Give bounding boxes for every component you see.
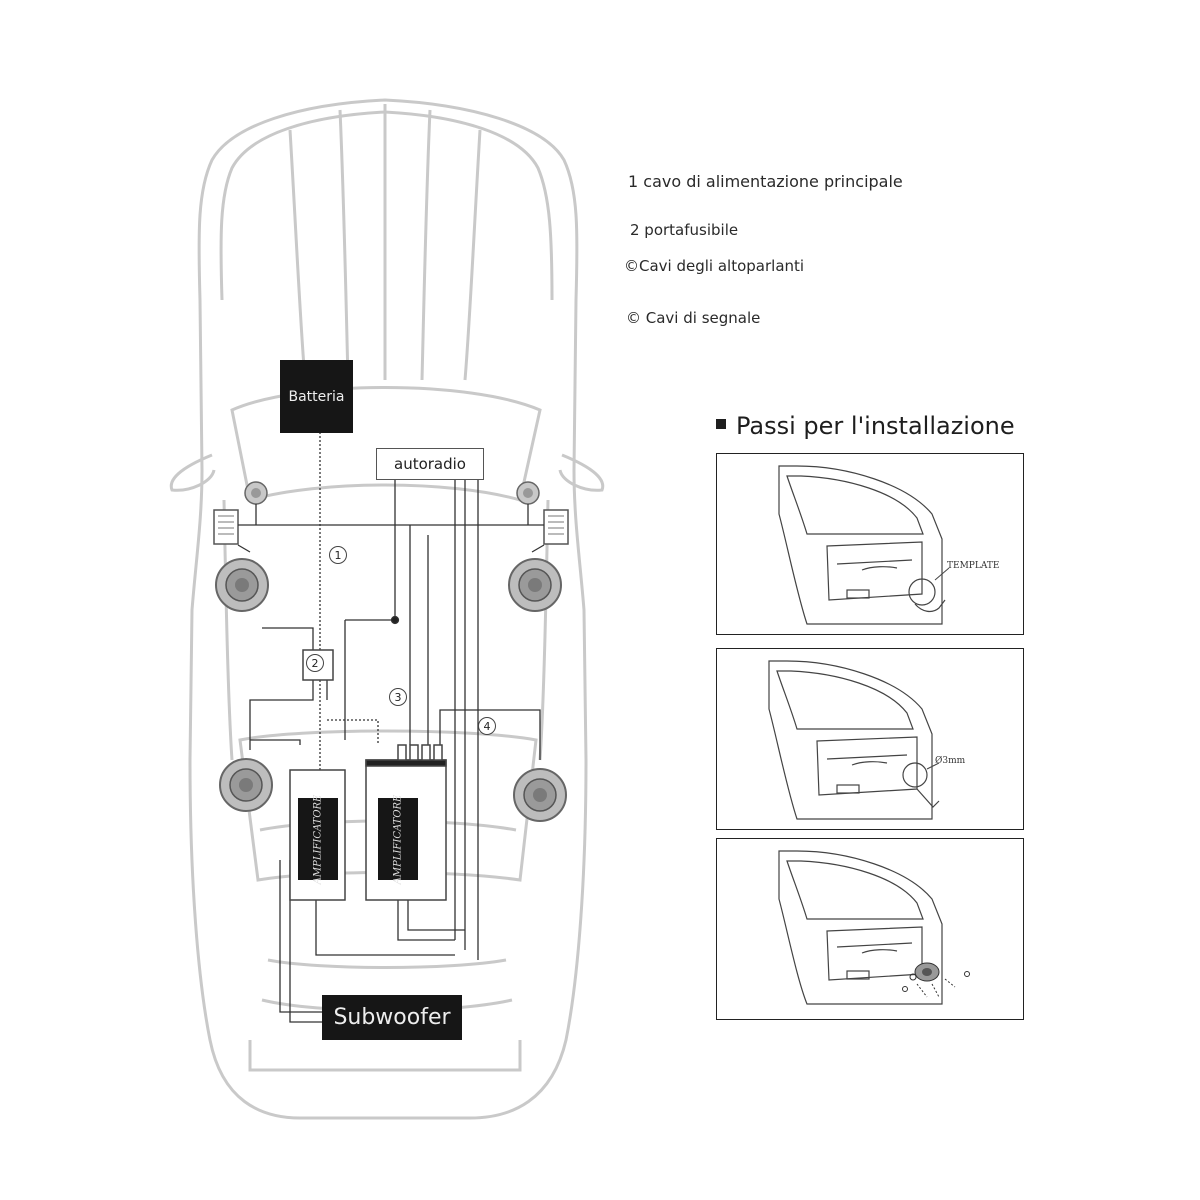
speaker-rear-left	[219, 758, 273, 812]
head-unit-box: autoradio	[376, 448, 484, 480]
amplifier-1-panel: AMPLIFICATORE	[298, 794, 338, 884]
crossover-left	[213, 509, 239, 545]
hole-size-label: Ø3mm	[935, 756, 966, 766]
door-illustration-2	[768, 660, 940, 820]
crossover-right	[543, 509, 569, 545]
legend-item-2: 2 portafusibile	[630, 221, 739, 239]
door-illustration-3	[778, 850, 970, 1005]
tweeter-right	[516, 481, 540, 505]
steps-title-text: Passi per l'installazione	[736, 412, 1015, 440]
legend-item-1: 1 cavo di alimentazione principale	[628, 172, 903, 191]
speaker-exploded-icon	[902, 962, 970, 998]
legend-item-3: ©Cavi degli altoparlanti	[624, 257, 805, 275]
marker-3: 3	[389, 688, 407, 706]
amplifier-2-panel: AMPLIFICATORE	[378, 794, 418, 884]
door-illustration-1	[778, 465, 950, 625]
wiring	[237, 432, 545, 1023]
tweeter-left	[244, 481, 268, 505]
step-2-panel: Ø3mm	[716, 648, 1024, 830]
subwoofer-label: Subwoofer	[333, 1005, 451, 1030]
step-1-panel: TEMPLATE	[716, 453, 1024, 635]
speaker-front-right	[508, 558, 562, 612]
steps-title: Passi per l'installazione	[716, 412, 1015, 440]
speaker-front-left	[215, 558, 269, 612]
subwoofer-box: Subwoofer	[322, 995, 462, 1040]
step-3-panel	[716, 838, 1024, 1020]
template-label: TEMPLATE	[947, 561, 1000, 571]
head-unit-label: autoradio	[394, 455, 466, 473]
battery-box: Batteria	[280, 360, 353, 433]
marker-1: 1	[329, 546, 347, 564]
amplifier-2-label: AMPLIFICATORE	[392, 794, 404, 884]
battery-label: Batteria	[288, 388, 345, 405]
legend-item-4: © Cavi di segnale	[626, 309, 761, 327]
marker-4: 4	[478, 717, 496, 735]
marker-2: 2	[306, 654, 324, 672]
amplifier-1-label: AMPLIFICATORE	[312, 794, 324, 884]
speaker-rear-right	[513, 768, 567, 822]
square-bullet-icon	[716, 419, 726, 429]
